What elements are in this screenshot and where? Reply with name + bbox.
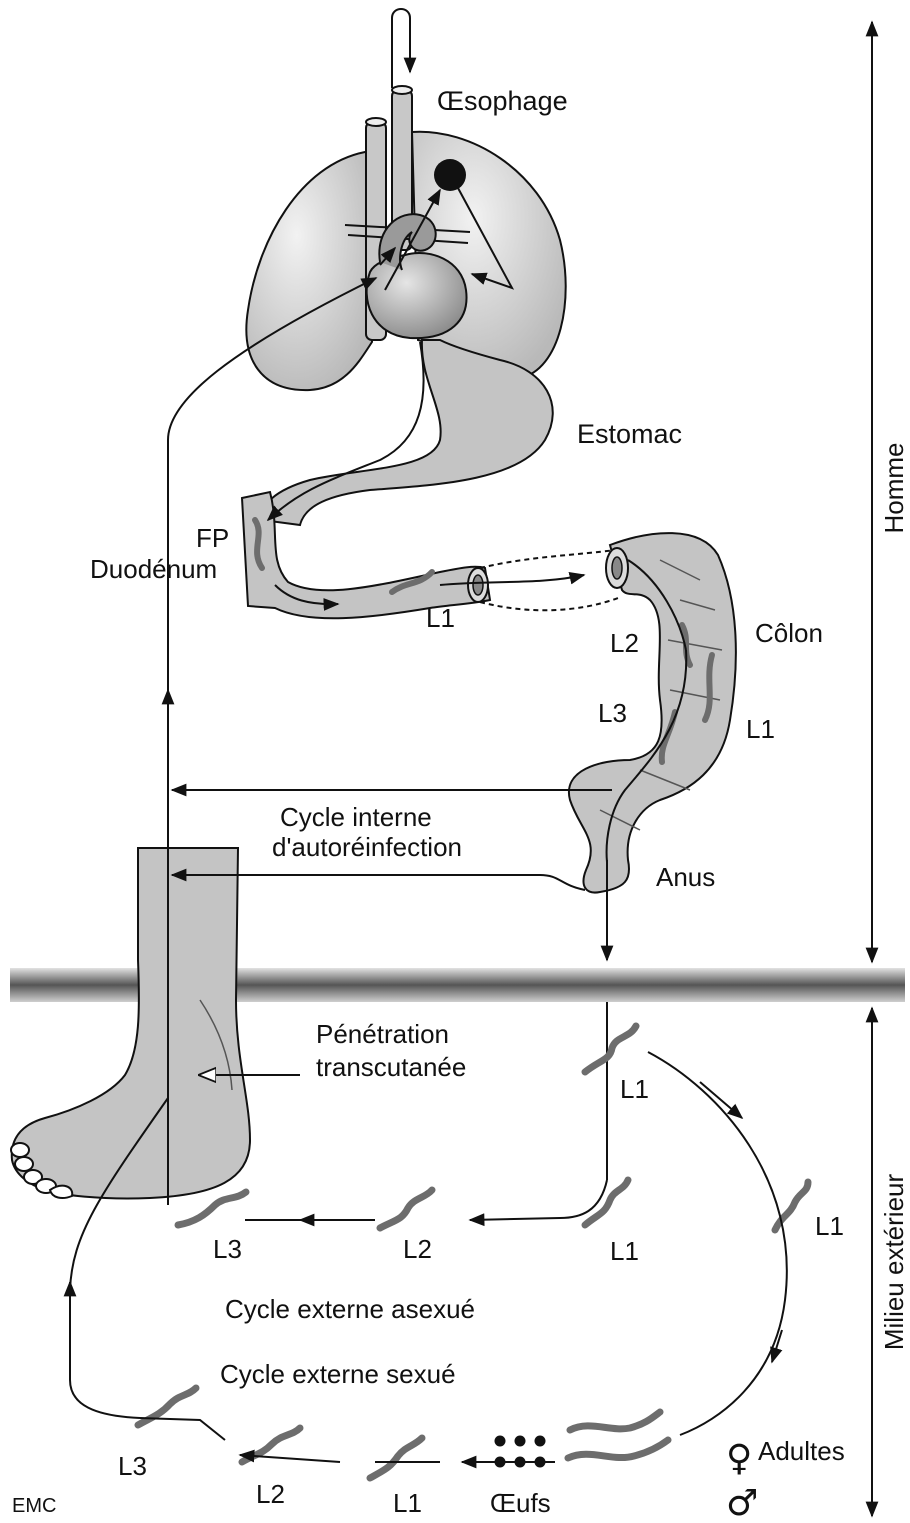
label-asexual-cycle: Cycle externe asexué	[225, 1294, 475, 1324]
label-sex-l3: L3	[118, 1451, 147, 1481]
label-fp: FP	[196, 523, 229, 553]
label-sex-l1: L1	[393, 1488, 422, 1518]
label-stomach: Estomac	[577, 419, 682, 449]
label-internal-cycle-2: d'autoréinfection	[272, 832, 462, 862]
side-label-environment: Milieu extérieur	[879, 1174, 909, 1351]
label-adults: Adultes	[758, 1436, 845, 1466]
alveolus-dot	[434, 159, 466, 191]
label-sexual-cycle: Cycle externe sexué	[220, 1359, 456, 1389]
female-symbol: ♀	[726, 1438, 752, 1479]
label-l1-colon: L1	[746, 714, 775, 744]
label-l3-colon: L3	[598, 698, 627, 728]
ingestion-loop	[392, 9, 410, 88]
label-asex-l1: L1	[610, 1236, 639, 1266]
label-l2-colon: L2	[610, 628, 639, 658]
label-colon: Côlon	[755, 618, 823, 648]
label-penetration-2: transcutanée	[316, 1052, 466, 1082]
label-esophagus: Œsophage	[437, 86, 568, 116]
label-l1-duodenum: L1	[426, 603, 455, 633]
label-internal-cycle-1: Cycle interne	[280, 802, 432, 832]
label-l1-soil-top: L1	[620, 1074, 649, 1104]
label-penetration-1: Pénétration	[316, 1019, 449, 1049]
label-asex-l2: L2	[403, 1234, 432, 1264]
label-l1-soil-right: L1	[815, 1211, 844, 1241]
heart	[367, 253, 467, 338]
asexual-path	[470, 1180, 607, 1220]
left-lung	[246, 152, 372, 390]
label-anus: Anus	[656, 862, 715, 892]
label-asex-l3: L3	[213, 1234, 242, 1264]
sexual-path-right	[648, 1052, 787, 1435]
side-label-human: Homme	[879, 442, 909, 533]
male-symbol: ♂	[726, 1483, 758, 1523]
emc-logo: EMC	[12, 1495, 56, 1517]
label-sex-l2: L2	[256, 1479, 285, 1509]
label-eggs: Œufs	[490, 1488, 551, 1518]
label-duodenum: Duodénum	[90, 554, 217, 584]
